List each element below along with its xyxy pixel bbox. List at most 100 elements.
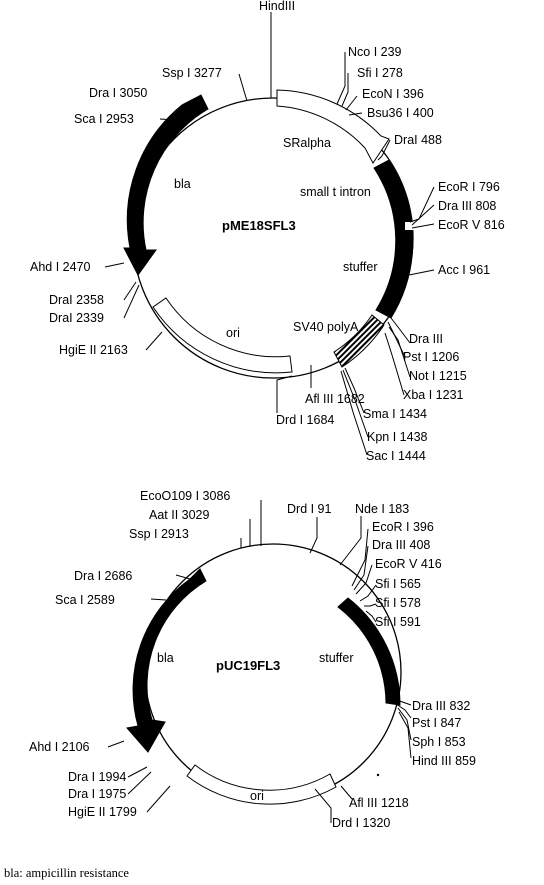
map1-site-not1215: Not I 1215 xyxy=(409,369,467,383)
map1-site-econ: EcoN I 396 xyxy=(362,87,424,101)
map1-site-pst1206: Pst I 1206 xyxy=(403,350,459,364)
map1-leader-sfi xyxy=(341,73,349,107)
map2-leader-afliii1218 xyxy=(340,785,353,800)
map2-leader-ecorv416 xyxy=(355,564,373,595)
map2-segment-bla xyxy=(126,568,207,753)
map1-leader-hgie2163 xyxy=(145,331,163,351)
map1-site-ecor796: EcoR I 796 xyxy=(438,180,500,194)
map1-site-bsu36: Bsu36 I 400 xyxy=(367,106,434,120)
map1-site-sfi: Sfi I 278 xyxy=(357,66,403,80)
map1-leader-sca2953 xyxy=(159,118,176,121)
map1-leader-dra488 xyxy=(377,139,391,161)
map2-site-dra1994: Dra I 1994 xyxy=(68,770,126,784)
map2-segment-ori xyxy=(186,764,337,805)
map1-site-leaders xyxy=(104,12,435,456)
map1-site-sca2953: Sca I 2953 xyxy=(74,112,134,126)
map2-label-stuffer: stuffer xyxy=(319,651,354,665)
map2-site-drd91: Drd I 91 xyxy=(287,502,332,516)
map2-site-leaders xyxy=(107,500,412,823)
map2-leader-drd1320 xyxy=(314,788,332,823)
map2-site-ahd2106: Ahd I 2106 xyxy=(29,740,90,754)
map1-site-xba1231: Xba I 1231 xyxy=(403,388,464,402)
map1-segment-bla xyxy=(123,94,209,276)
map1-site-dra2339: DraI 2339 xyxy=(49,311,104,325)
map1-leader-ecorv816 xyxy=(411,223,435,229)
map2-site-nde183: Nde I 183 xyxy=(355,502,409,516)
map1-leader-draiii xyxy=(390,317,411,344)
map1-label-sv40-polya: SV40 polyA xyxy=(293,320,359,334)
map1-site-kpn1438: Kpn I 1438 xyxy=(367,430,428,444)
map1-site-hindiii: HindIII xyxy=(259,0,295,13)
map2-label-bla: bla xyxy=(157,651,174,665)
map1-leader-ssp3277 xyxy=(238,73,248,102)
map2-site-ecorv416: EcoR V 416 xyxy=(375,557,442,571)
map2-site-pst847: Pst I 847 xyxy=(412,716,461,730)
map2-segment-stuffer xyxy=(337,597,401,706)
map1-site-ahd2470: Ahd I 2470 xyxy=(30,260,91,274)
map1-site-afliii1682: Afl III 1682 xyxy=(305,392,365,406)
map1-leader-dra2358 xyxy=(123,281,137,301)
map1-leader-bsu36 xyxy=(348,112,363,116)
map2-leader-sph853 xyxy=(397,707,412,741)
map2-site-sca2589: Sca I 2589 xyxy=(55,593,115,607)
map2-leader-ecor396 xyxy=(351,528,369,587)
map2-site-sfi591: Sfi I 591 xyxy=(375,615,421,629)
map2-site-dra2686: Dra I 2686 xyxy=(74,569,132,583)
map1-segment-stuffer xyxy=(373,159,414,319)
map1-site-dra488: DraI 488 xyxy=(394,133,442,147)
map2-leader-pst847 xyxy=(395,703,412,719)
map2-leader-dra1994 xyxy=(127,766,148,778)
map2-site-ssp2913: Ssp I 2913 xyxy=(129,527,189,541)
map1-site-dra2358: DraI 2358 xyxy=(49,293,104,307)
map1-leader-econ xyxy=(345,95,358,111)
map1-leader-draiii808 xyxy=(411,204,435,226)
map2-marker-dot xyxy=(376,773,380,777)
map1-site-ecorv816: EcoR V 816 xyxy=(438,218,505,232)
map2-site-ecoo109: EcoO109 I 3086 xyxy=(140,489,230,503)
map2-leader-draiii832 xyxy=(391,695,412,706)
map1-site-sma1434: Sma I 1434 xyxy=(363,407,427,421)
map2-leader-ahd2106 xyxy=(107,740,125,748)
map1-leader-dra3050 xyxy=(192,100,201,104)
map2-title: pUC19FL3 xyxy=(216,658,280,673)
map1-site-draiii: Dra III xyxy=(409,332,443,346)
map2-leader-dra2686 xyxy=(175,574,191,580)
map1-leader-kpn1438 xyxy=(342,369,369,438)
map2-label-ori: ori xyxy=(250,789,264,803)
map1-segment-sralpha xyxy=(276,89,390,164)
map1-leader-dra2339 xyxy=(123,284,140,319)
map1-label-sralpha: SRalpha xyxy=(283,136,331,150)
map1-label-bla: bla xyxy=(174,177,191,191)
map1-label-small-t-intron: small t intron xyxy=(300,185,371,199)
map2-leader-drd91 xyxy=(309,517,318,554)
footnote: bla: ampicillin resistance xyxy=(4,866,129,880)
map1-title: pME18SFL3 xyxy=(222,218,296,233)
map2-site-afliii1218: Afl III 1218 xyxy=(349,796,409,810)
map1-site-ssp3277: Ssp I 3277 xyxy=(162,66,222,80)
map2-site-sph853: Sph I 853 xyxy=(412,735,466,749)
map2-leader-hindiii859 xyxy=(398,711,412,759)
map2-leader-nde183 xyxy=(339,516,362,566)
map2-site-ecor396: EcoR I 396 xyxy=(372,520,434,534)
map2-site-hindiii859: Hind III 859 xyxy=(412,754,476,768)
map1-site-sac1444: Sac I 1444 xyxy=(366,449,426,463)
map1-leader-sac1444 xyxy=(340,370,368,456)
map1-leader-sma1434 xyxy=(344,367,365,414)
map2-leader-dra1975 xyxy=(127,771,152,795)
map1-segment-sv40-polya xyxy=(333,314,385,368)
map1-segment-ori xyxy=(152,297,293,374)
map1-site-hgie2163: HgiE II 2163 xyxy=(59,343,128,357)
map2-site-draiii408: Dra III 408 xyxy=(372,538,430,552)
map2-site-aat3029: Aat II 3029 xyxy=(149,508,210,522)
map1-leader-ahd2470 xyxy=(104,262,125,268)
map1-leader-ecor796 xyxy=(409,186,435,223)
map2-site-sfi578: Sfi I 578 xyxy=(375,596,421,610)
map1-site-nco: Nco I 239 xyxy=(348,45,402,59)
map1-label-ori: ori xyxy=(226,326,240,340)
map1-site-dra3050: Dra I 3050 xyxy=(89,86,147,100)
map1-leader-acc961 xyxy=(408,269,435,276)
map2-site-drd1320: Drd I 1320 xyxy=(332,816,390,830)
map2-leader-sca2589 xyxy=(150,598,167,601)
map1-site-draiii808: Dra III 808 xyxy=(438,199,496,213)
